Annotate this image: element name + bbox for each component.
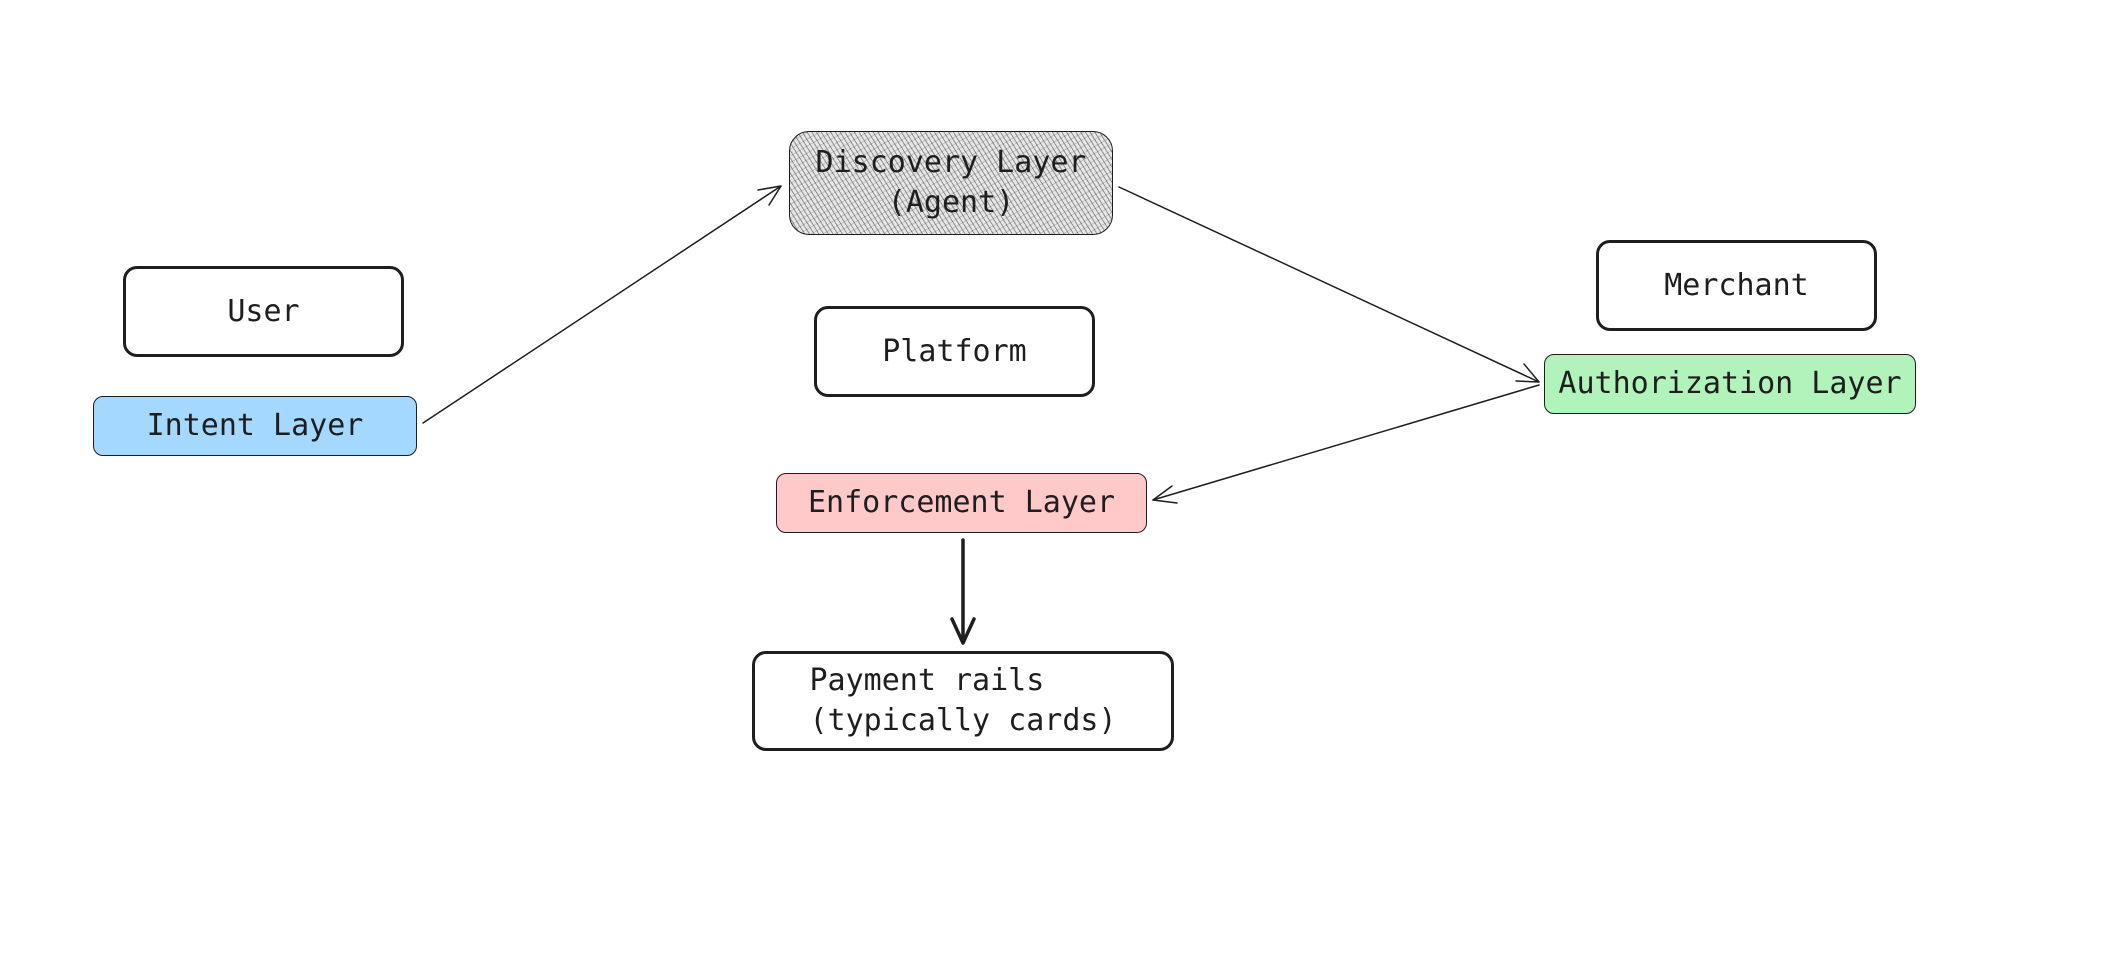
enforcement-layer-node: Enforcement Layer bbox=[776, 473, 1147, 533]
merchant-label: Merchant bbox=[1664, 267, 1809, 303]
authorization-layer-node: Authorization Layer bbox=[1544, 354, 1916, 414]
platform-label: Platform bbox=[882, 333, 1027, 369]
arrowhead-intent-to-discovery bbox=[757, 185, 782, 206]
intent-layer-label: Intent Layer bbox=[146, 408, 364, 443]
discovery-layer-label: Discovery Layer (Agent) bbox=[815, 145, 1087, 220]
authorization-layer-label: Authorization Layer bbox=[1558, 366, 1902, 401]
enforcement-layer-label: Enforcement Layer bbox=[807, 485, 1116, 520]
payment-rails-node: Payment rails (typically cards) bbox=[752, 651, 1174, 751]
merchant-node: Merchant bbox=[1596, 240, 1877, 331]
edge-authorization-to-enforcement bbox=[1152, 384, 1540, 501]
arrowhead-discovery-to-authorization bbox=[1515, 363, 1540, 383]
arrowhead-enforcement-to-payment bbox=[950, 617, 976, 645]
discovery-layer-node: Discovery Layer (Agent) bbox=[789, 131, 1113, 235]
edge-intent-to-discovery bbox=[422, 185, 782, 424]
user-node: User bbox=[123, 266, 404, 357]
payment-rails-label: Payment rails (typically cards) bbox=[809, 663, 1117, 738]
user-label: User bbox=[227, 293, 300, 329]
arrowhead-authorization-to-enforcement bbox=[1152, 485, 1178, 504]
intent-layer-node: Intent Layer bbox=[93, 396, 417, 456]
platform-node: Platform bbox=[814, 306, 1095, 397]
edge-discovery-to-authorization bbox=[1118, 186, 1540, 383]
